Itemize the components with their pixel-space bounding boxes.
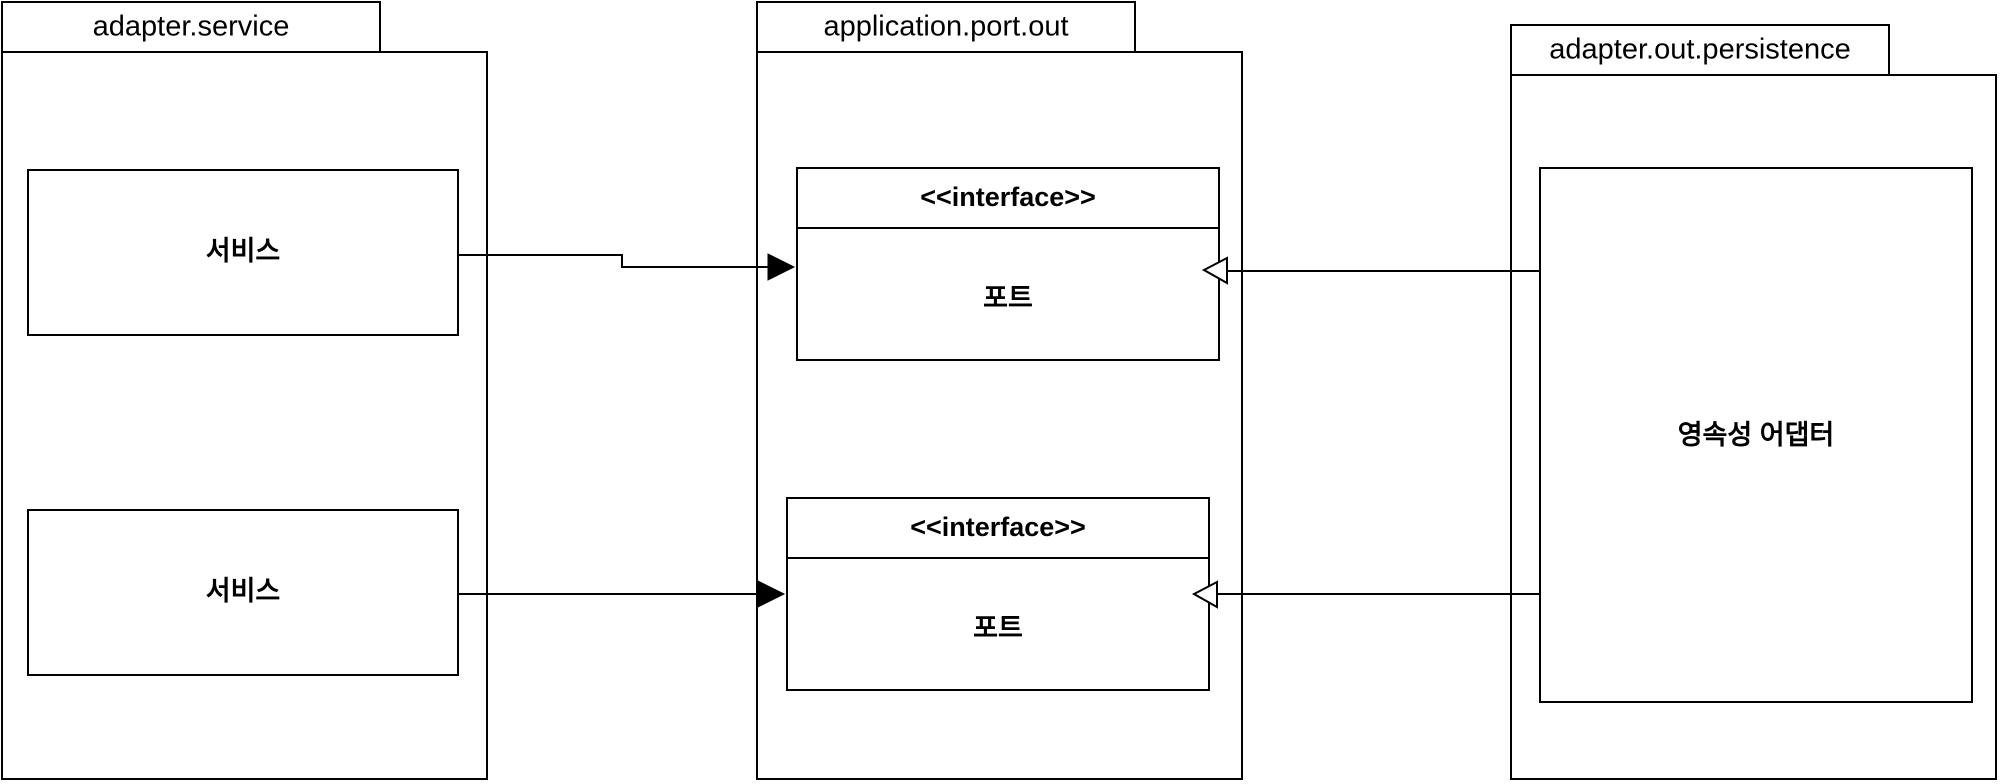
node-box-port-top (797, 168, 1219, 360)
edge-service-bottom-to-port-bottom[interactable] (458, 580, 786, 608)
node-box-port-bottom (787, 498, 1209, 690)
node-label-service-top: 서비스 (206, 236, 281, 266)
node-label-persistence-adapter: 영속성 어댑터 (1678, 420, 1835, 450)
package-label-application-port-out: application.port.out (823, 11, 1068, 43)
node-port-top[interactable]: <<interface>> 포트 (797, 168, 1219, 360)
node-label-service-bottom: 서비스 (206, 576, 281, 606)
node-box-persistence-adapter (1540, 168, 1972, 702)
edge-persistence-to-port-top[interactable] (1201, 256, 1540, 285)
edge-persistence-to-port-bottom[interactable] (1191, 580, 1540, 609)
node-box-service-top (28, 170, 458, 335)
edge-line-service-top-to-port-top (458, 254, 790, 268)
node-port-bottom[interactable]: <<interface>> 포트 (787, 498, 1209, 690)
package-adapter-service[interactable]: adapter.service 서비스 서비스 (2, 2, 487, 779)
package-tab-adapter-service (2, 2, 380, 52)
arrowhead-filled-icon-port-bottom-left (757, 580, 786, 608)
node-stereotype-port-top: <<interface>> (920, 182, 1096, 212)
node-label-port-top: 포트 (983, 283, 1033, 313)
node-label-port-bottom: 포트 (973, 613, 1023, 643)
package-label-adapter-out-persistence: adapter.out.persistence (1549, 34, 1850, 66)
arrowhead-hollow-icon-port-bottom-right (1191, 580, 1218, 609)
edge-service-top-to-port-top[interactable] (458, 253, 796, 281)
arrowhead-hollow-icon-port-top-right (1201, 256, 1228, 285)
node-persistence-adapter[interactable]: 영속성 어댑터 (1540, 168, 1972, 702)
node-stereotype-port-bottom: <<interface>> (910, 512, 1086, 542)
package-application-port-out[interactable]: application.port.out <<interface>> 포트 <<… (757, 2, 1242, 779)
package-adapter-out-persistence[interactable]: adapter.out.persistence 영속성 어댑터 (1511, 25, 1996, 779)
node-box-service-bottom (28, 510, 458, 675)
arrowhead-filled-icon-port-top-left (767, 253, 796, 281)
node-service-top[interactable]: 서비스 (28, 170, 458, 335)
node-service-bottom[interactable]: 서비스 (28, 510, 458, 675)
package-label-adapter-service: adapter.service (93, 11, 290, 43)
